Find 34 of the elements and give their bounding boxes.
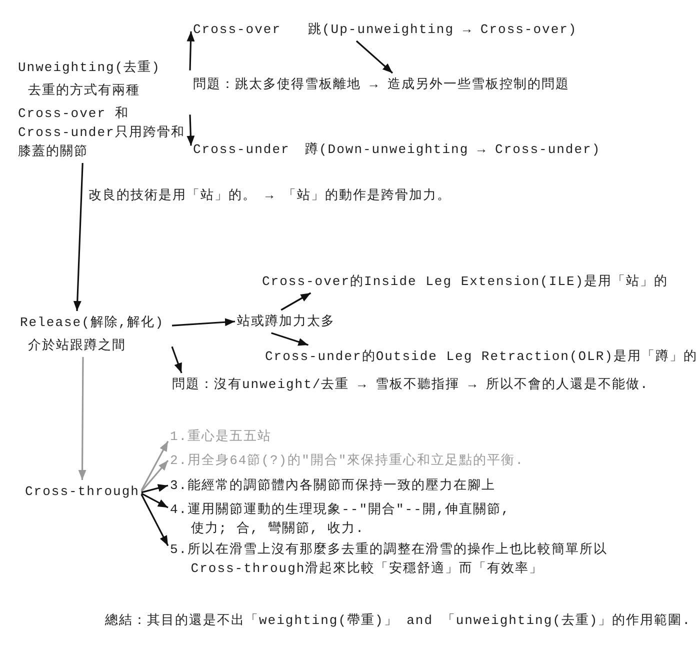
list-item: 4.運用關節運動的生理現象--"開合"--開,伸直關節, 使力; 合, 彎關節, 收力. xyxy=(170,500,511,538)
arrow xyxy=(73,162,84,312)
note-text: 問題：沒有unweight/去重 → 雪板不聽指揮 → 所以不會的人還是不能做. xyxy=(172,375,649,394)
arrow xyxy=(171,346,182,374)
heading-text: Release(解除,解化) xyxy=(20,314,166,332)
note-text: 去重的方式有兩種 xyxy=(27,82,141,100)
arrow xyxy=(280,292,312,311)
term-text: Cross-through xyxy=(25,482,140,501)
arrow xyxy=(271,332,308,346)
arrow xyxy=(356,40,394,74)
list-item: 3.能經常的調節體內各關節而保持一致的壓力在腳上 xyxy=(170,476,496,495)
term-text: Cross-under xyxy=(193,140,290,159)
note-text: 站或蹲加力太多 xyxy=(237,312,335,331)
list-item: 5.所以在滑雪上沒有那麼多去重的調整在滑雪的操作上也比較簡單所以Cross-through滑起來比較「安穩舒適」而「有效率」 xyxy=(170,540,621,578)
list-item: 2.用全身64節(?)的"開合"來保持重心和立足點的平衡. xyxy=(170,451,524,470)
arrow xyxy=(141,492,168,508)
note-text: 介於站跟蹲之間 xyxy=(27,337,127,355)
arrow xyxy=(186,114,195,146)
note-text: Cross-over的Inside Leg Extension(ILE)是用「站」的 xyxy=(262,272,668,291)
note-text: 蹲(Down-unweighting → Cross-under) xyxy=(305,140,601,159)
heading-text: Unweighting(去重) xyxy=(18,59,162,77)
arrow xyxy=(172,318,236,326)
note-text: Cross-under的Outside Leg Retraction(OLR)是用「蹲」的 xyxy=(265,347,698,366)
note-text: 跳(Up-unweighting → Cross-over) xyxy=(308,20,578,39)
arrow xyxy=(140,440,169,491)
note-text: 問題：跳太多使得雪板離地 → 造成另外一些雪板控制的問題 xyxy=(193,75,570,94)
arrow xyxy=(140,494,169,546)
list-item: 1.重心是五五站 xyxy=(170,427,272,446)
note-text: Cross-over 和 Cross-under只用跨骨和膝蓋的關節 xyxy=(18,105,186,161)
arrow xyxy=(141,484,168,494)
term-text: Cross-over xyxy=(193,20,282,39)
arrow xyxy=(78,357,86,480)
arrow xyxy=(140,460,169,492)
arrow xyxy=(186,31,195,70)
